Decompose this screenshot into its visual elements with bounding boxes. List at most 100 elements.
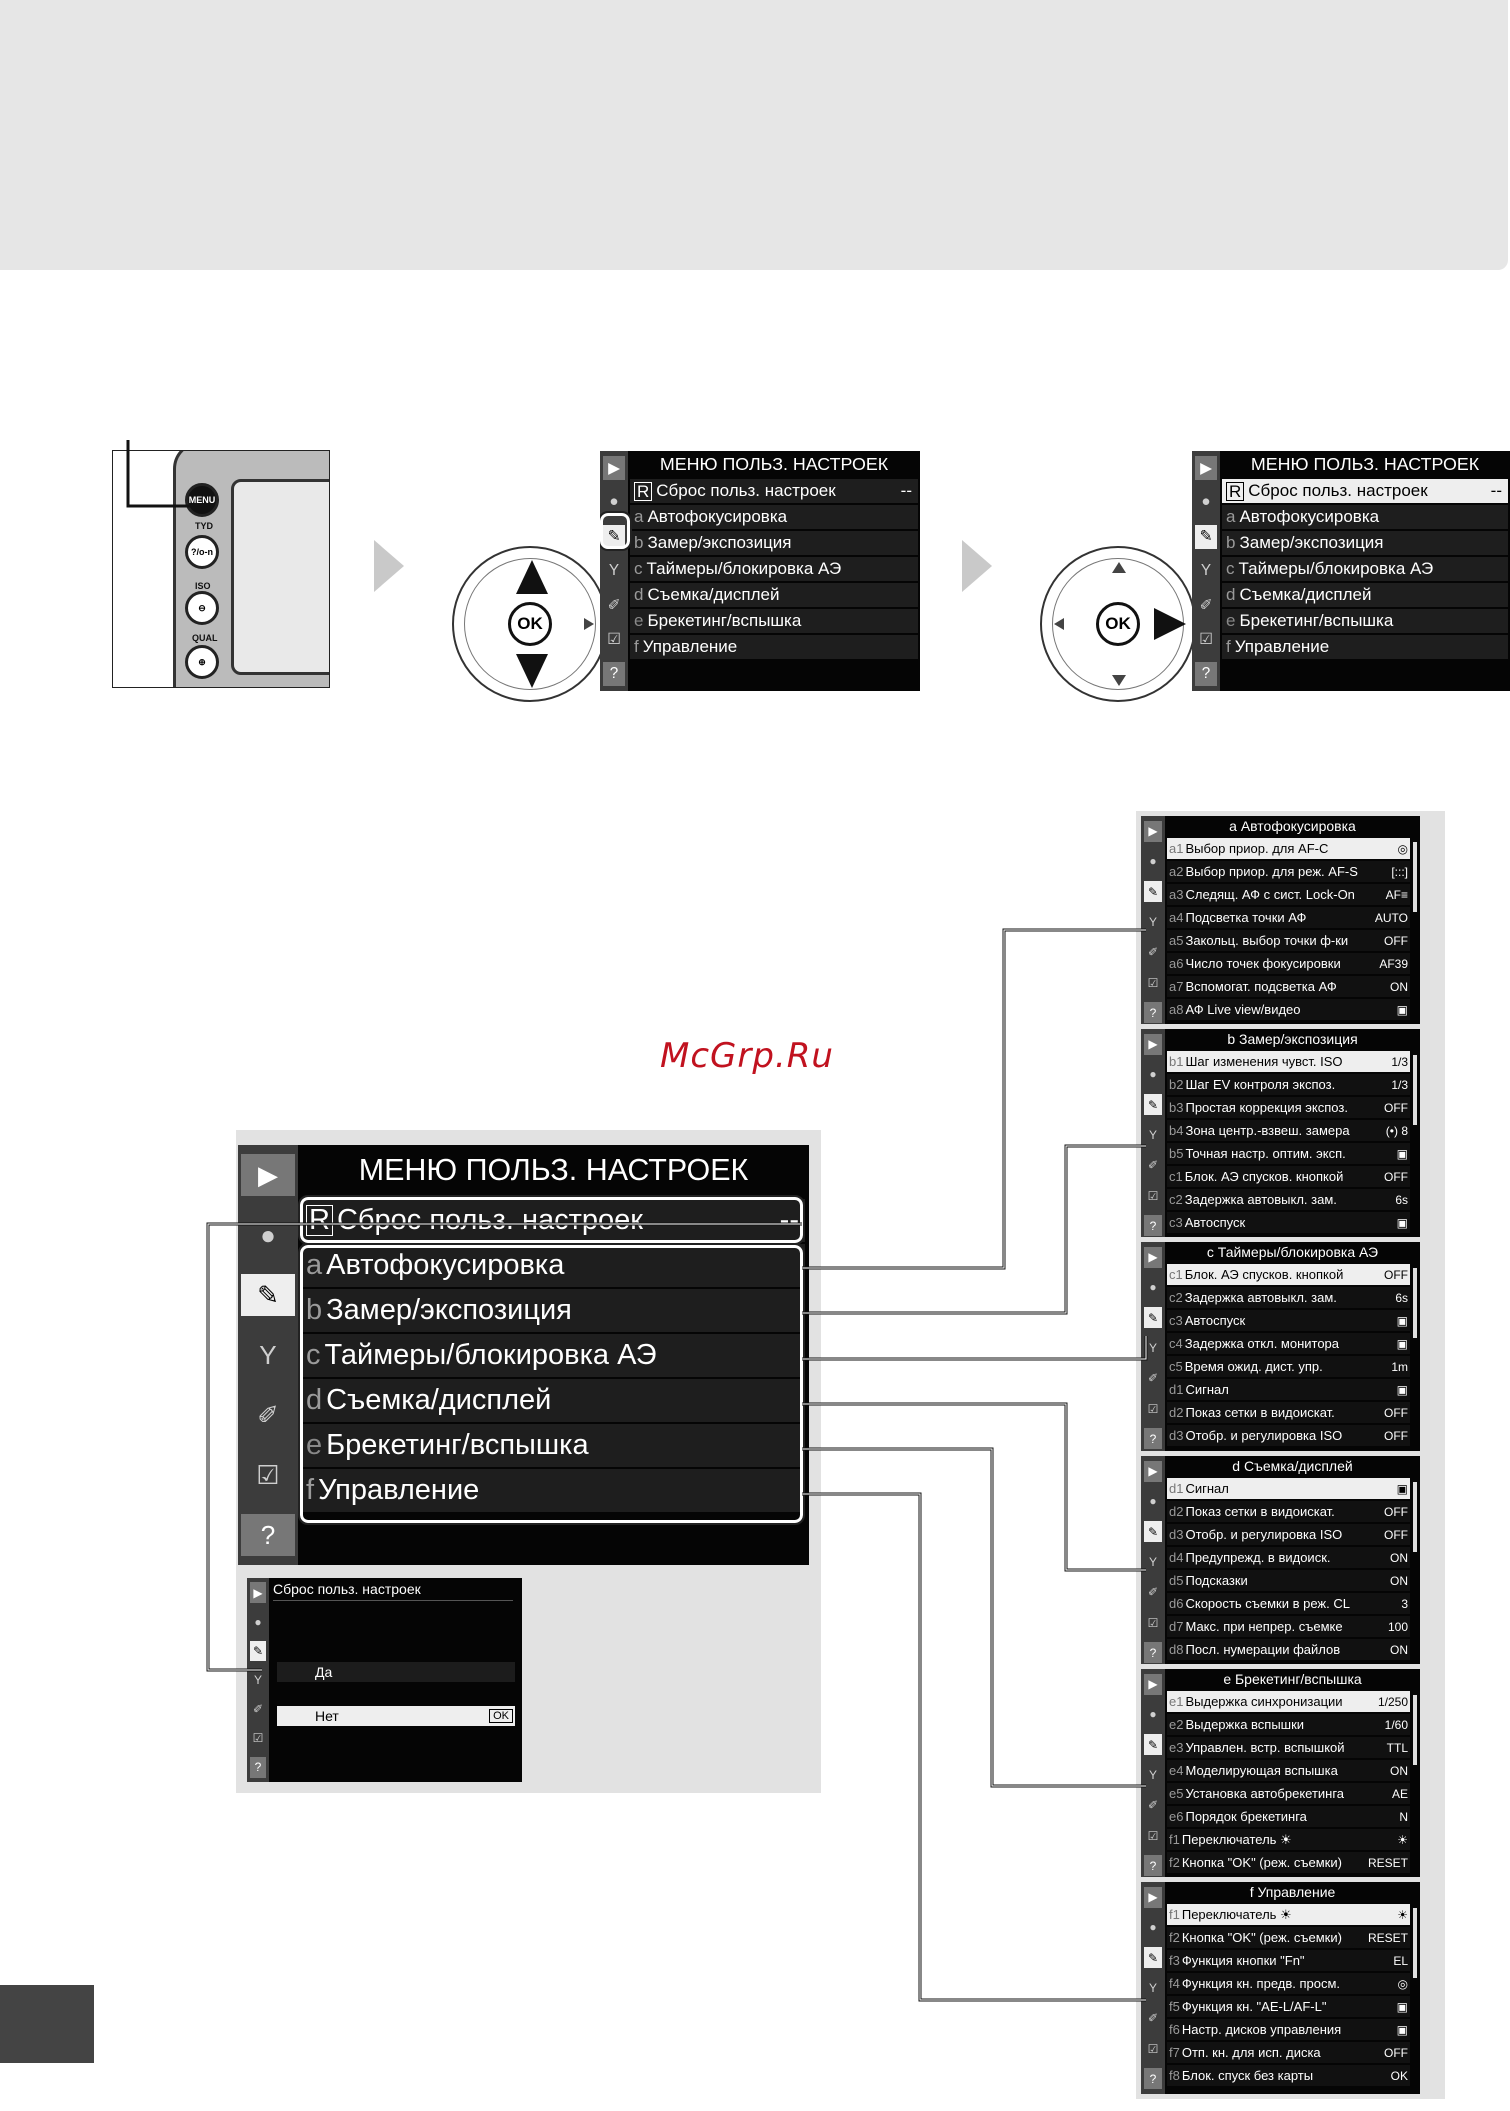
help-icon[interactable]: ? [1144, 2068, 1162, 2090]
playback-icon[interactable]: ▶ [1144, 1673, 1162, 1695]
pencil-icon[interactable]: ✎ [1144, 1734, 1162, 1756]
help-icon[interactable]: ? [603, 661, 625, 686]
camera-icon[interactable]: ● [1149, 1707, 1157, 1722]
retouch-icon[interactable]: ✐ [257, 1399, 279, 1430]
playback-icon[interactable]: ▶ [1144, 1460, 1162, 1482]
camera-icon[interactable]: ● [1149, 1067, 1157, 1082]
wrench-icon[interactable]: Y [1200, 562, 1212, 579]
wrench-icon[interactable]: Y [253, 1672, 262, 1687]
wrench-icon[interactable]: Y [1148, 914, 1157, 929]
wrench-icon[interactable]: Y [608, 562, 620, 579]
scrollbar[interactable] [1413, 1908, 1417, 1978]
pencil-icon[interactable]: ✎ [1144, 1307, 1162, 1329]
retouch-icon[interactable]: ✐ [1147, 1798, 1159, 1813]
camera-icon[interactable]: ● [1201, 493, 1211, 511]
retouch-icon[interactable]: ✐ [1147, 945, 1159, 960]
camera-icon[interactable]: ● [1149, 1494, 1157, 1509]
pencil-icon[interactable]: ✎ [1144, 1521, 1162, 1543]
playback-icon[interactable]: ▶ [241, 1154, 295, 1196]
retouch-icon[interactable]: ✐ [252, 1702, 264, 1717]
help-icon[interactable]: ? [1144, 1428, 1162, 1450]
pencil-icon[interactable]: ✎ [1144, 1947, 1162, 1969]
recent-icon[interactable]: ☑ [256, 1459, 280, 1490]
recent-icon[interactable]: ☑ [607, 631, 621, 649]
playback-icon[interactable]: ▶ [1144, 1033, 1162, 1055]
wrench-icon[interactable]: Y [1148, 1767, 1157, 1782]
playback-icon[interactable]: ▶ [603, 456, 625, 481]
recent-icon[interactable]: ☑ [1199, 631, 1213, 649]
pencil-icon[interactable]: ✎ [241, 1274, 295, 1316]
playback-icon[interactable]: ▶ [1144, 1246, 1162, 1268]
recent-icon[interactable]: ☑ [1147, 1615, 1159, 1630]
help-icon[interactable]: ? [1144, 1642, 1162, 1664]
pencil-icon[interactable]: ✎ [1195, 524, 1217, 549]
recent-icon[interactable]: ☑ [1147, 975, 1159, 990]
help-icon[interactable]: ? [1144, 1002, 1162, 1024]
pencil-icon[interactable]: ✎ [1144, 1094, 1162, 1116]
scrollbar[interactable] [1413, 842, 1417, 912]
wrench-icon[interactable]: Y [1148, 1340, 1157, 1355]
wrench-icon[interactable]: Y [1148, 1127, 1157, 1142]
playback-icon[interactable]: ▶ [1144, 820, 1162, 842]
playback-icon[interactable]: ▶ [1144, 1886, 1162, 1908]
help-icon[interactable]: ? [1195, 661, 1217, 686]
pencil-icon[interactable]: ✎ [603, 524, 625, 549]
help-icon[interactable]: ? [1144, 1215, 1162, 1237]
recent-icon[interactable]: ☑ [1147, 1828, 1159, 1843]
retouch-icon[interactable]: ✐ [1147, 1585, 1159, 1600]
recent-icon[interactable]: ☑ [1147, 1401, 1159, 1416]
